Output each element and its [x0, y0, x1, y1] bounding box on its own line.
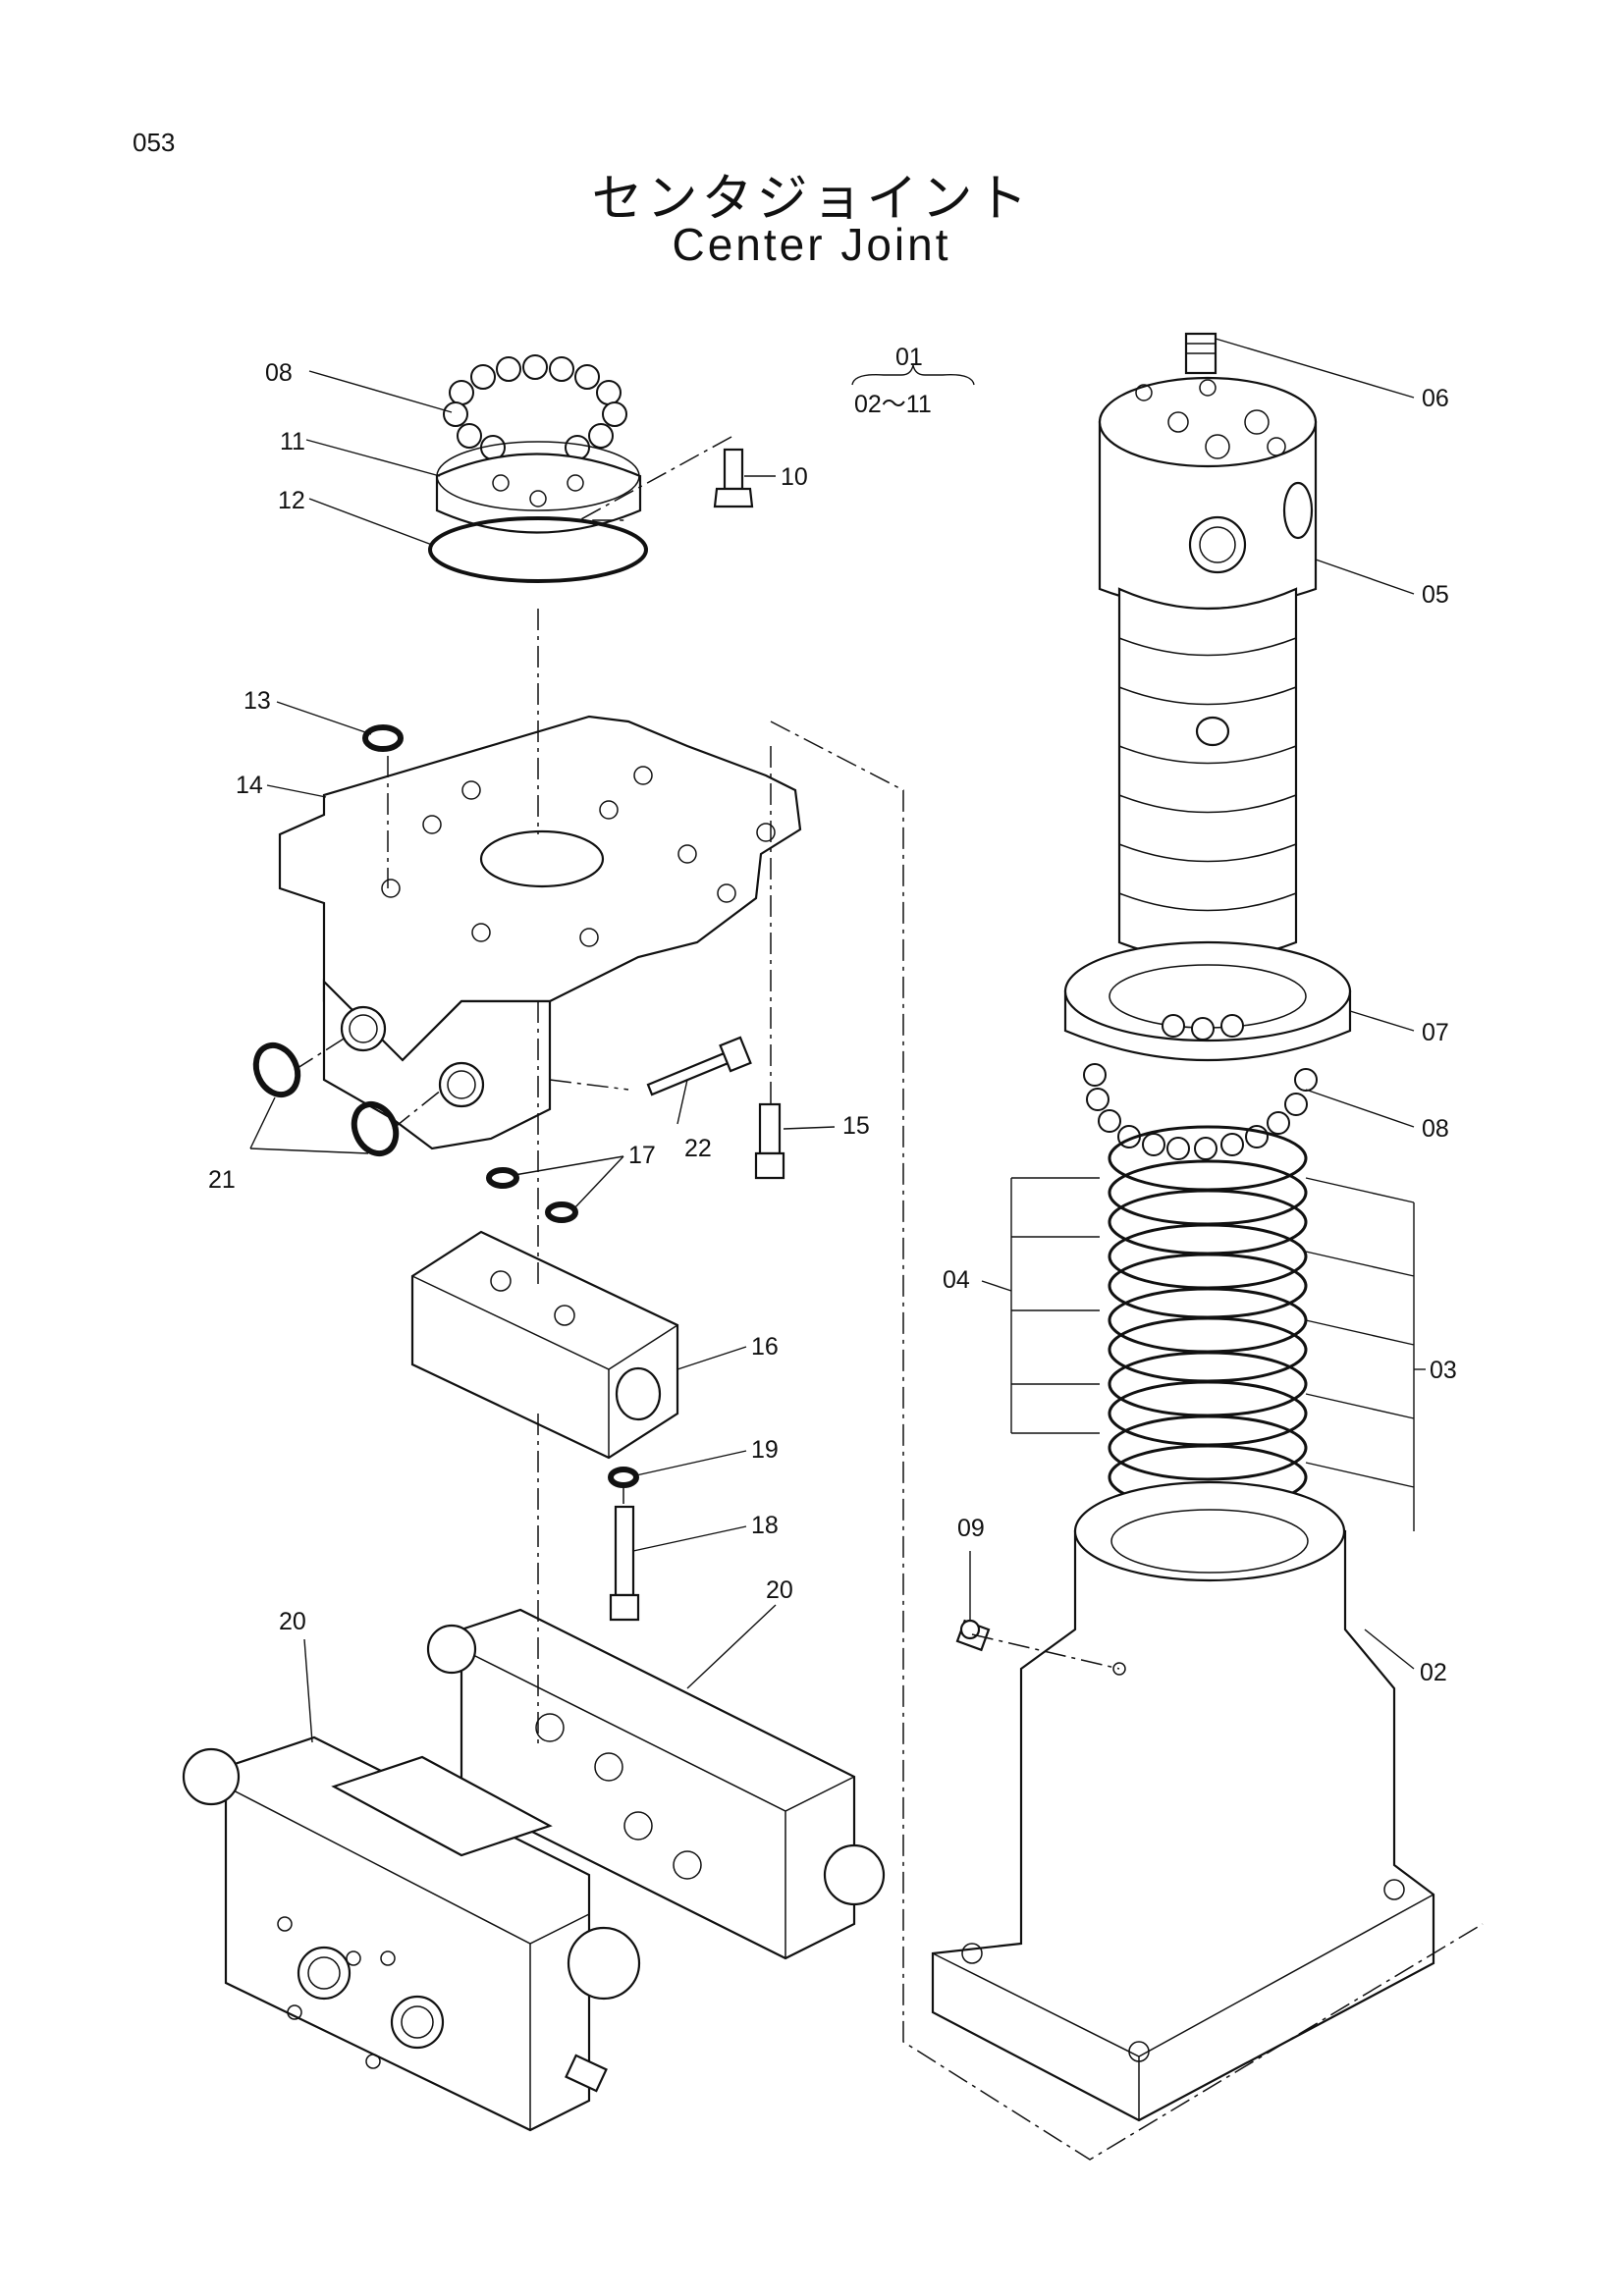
callout-16: 16	[751, 1333, 779, 1361]
bolt-18	[609, 1505, 640, 1622]
callout-18: 18	[751, 1512, 779, 1539]
callout-11: 11	[280, 428, 305, 455]
title-japanese: センタジョイント	[591, 170, 1032, 229]
callout-10: 10	[781, 463, 808, 491]
bearing-plate	[435, 441, 642, 534]
assembly-note-top: 01	[895, 344, 923, 371]
steel-ball-ring-top	[443, 354, 627, 460]
steel-ball-ring-right	[1083, 1063, 1318, 1160]
assembly-note-bottom: 02～11	[854, 391, 932, 418]
callout-21: 21	[208, 1166, 236, 1194]
callout-03: 03	[1430, 1357, 1457, 1384]
seal-ring-07	[1063, 940, 1352, 1062]
callout-04: 04	[943, 1266, 970, 1294]
callout-07: 07	[1422, 1019, 1449, 1046]
callout-06: 06	[1422, 385, 1449, 412]
callout-15: 15	[842, 1112, 870, 1140]
callout-14: 14	[236, 772, 263, 799]
o-ring-17b	[545, 1201, 578, 1223]
swivel-cover-block	[278, 715, 802, 1062]
o-ring-17a	[486, 1167, 519, 1189]
page-number: 053	[133, 128, 176, 157]
callout-20-rear: 20	[766, 1576, 793, 1604]
callout-02: 02	[1420, 1659, 1447, 1686]
long-bolt-22	[646, 1036, 752, 1096]
leader-lines	[249, 338, 1426, 1743]
assembly-line	[578, 436, 732, 521]
o-ring-21a	[252, 1041, 301, 1098]
assembly-brace	[851, 364, 975, 386]
manifold-block-16	[410, 1230, 679, 1460]
callout-08-top: 08	[265, 359, 293, 387]
plug-fitting-06	[1184, 332, 1217, 375]
bolt-15	[754, 1102, 785, 1180]
callout-22: 22	[684, 1135, 712, 1162]
valve-block-front	[182, 1735, 641, 2132]
callout-08-right: 08	[1422, 1115, 1449, 1143]
o-ring-21b	[351, 1100, 400, 1157]
callout-05: 05	[1422, 581, 1449, 609]
o-ring-13	[362, 724, 404, 752]
callout-17: 17	[628, 1142, 656, 1169]
bolt-small-top	[713, 448, 754, 508]
callout-13: 13	[243, 687, 271, 715]
callout-12: 12	[278, 487, 305, 514]
o-ring-large	[428, 516, 648, 583]
valve-block-rear	[426, 1608, 886, 1960]
callout-20-front: 20	[279, 1608, 306, 1635]
spindle-head-05	[1098, 376, 1318, 611]
assembly-note: 01 02～11	[851, 344, 975, 418]
callout-19: 19	[751, 1436, 779, 1464]
title-english: Center Joint	[672, 219, 951, 270]
callout-09: 09	[957, 1515, 985, 1542]
spindle-body	[1117, 587, 1298, 961]
center-joint-body-02	[931, 1480, 1435, 2122]
seal-stack	[1108, 1125, 1308, 1511]
